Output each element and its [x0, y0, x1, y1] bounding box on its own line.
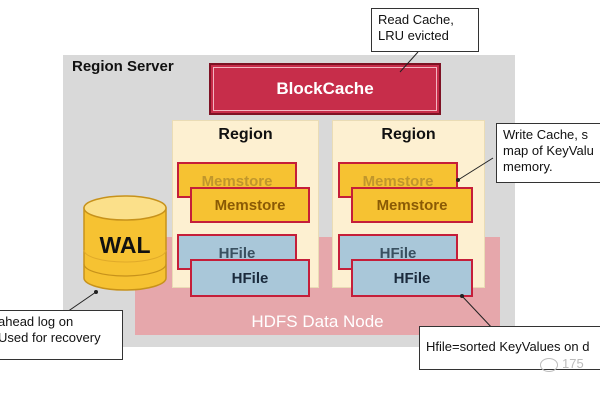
hfile-connector [461, 295, 495, 331]
wal-callout-line: ahead log on [0, 314, 74, 329]
read-cache-line: LRU evicted [378, 28, 449, 43]
memstore-front: Memstore [190, 187, 310, 223]
read-cache-callout: Read Cache, LRU evicted [371, 8, 479, 52]
read-cache-connector [399, 51, 419, 73]
region-title: Region [218, 126, 273, 143]
write-cache-callout: Write Cache, s map of KeyValu memory. [496, 123, 600, 183]
read-cache-line: Read Cache, [378, 12, 454, 27]
write-cache-connector-dot [456, 178, 460, 182]
hdfs-data-node-label: HDFS Data Node [251, 312, 384, 331]
watermark-text: 175 [562, 356, 584, 371]
write-cache-connector [457, 157, 494, 181]
hfile-front: HFile [190, 259, 310, 297]
write-cache-line: map of KeyValu [503, 143, 594, 158]
hfile-callout: Hfile=sorted KeyValues on d [419, 326, 600, 370]
wal-callout: ahead log on Used for recovery [0, 310, 123, 360]
watermark: 175 [540, 356, 584, 372]
write-cache-line: memory. [503, 159, 553, 174]
memstore-front: Memstore [351, 187, 473, 223]
wal-cylinder-icon [83, 195, 167, 291]
hfile-callout-line: Hfile=sorted KeyValues on d [426, 339, 590, 354]
wechat-icon [540, 357, 558, 372]
region-title: Region [381, 126, 436, 143]
region-server-label: Region Server [72, 58, 174, 75]
wal-callout-line: Used for recovery [0, 330, 101, 345]
write-cache-line: Write Cache, s [503, 127, 589, 142]
wal-connector-dot [94, 290, 98, 294]
hfile-front: HFile [351, 259, 473, 297]
wal-label: WAL [99, 232, 151, 258]
blockcache-box: BlockCache [209, 63, 441, 115]
hfile-connector-dot [460, 294, 464, 298]
